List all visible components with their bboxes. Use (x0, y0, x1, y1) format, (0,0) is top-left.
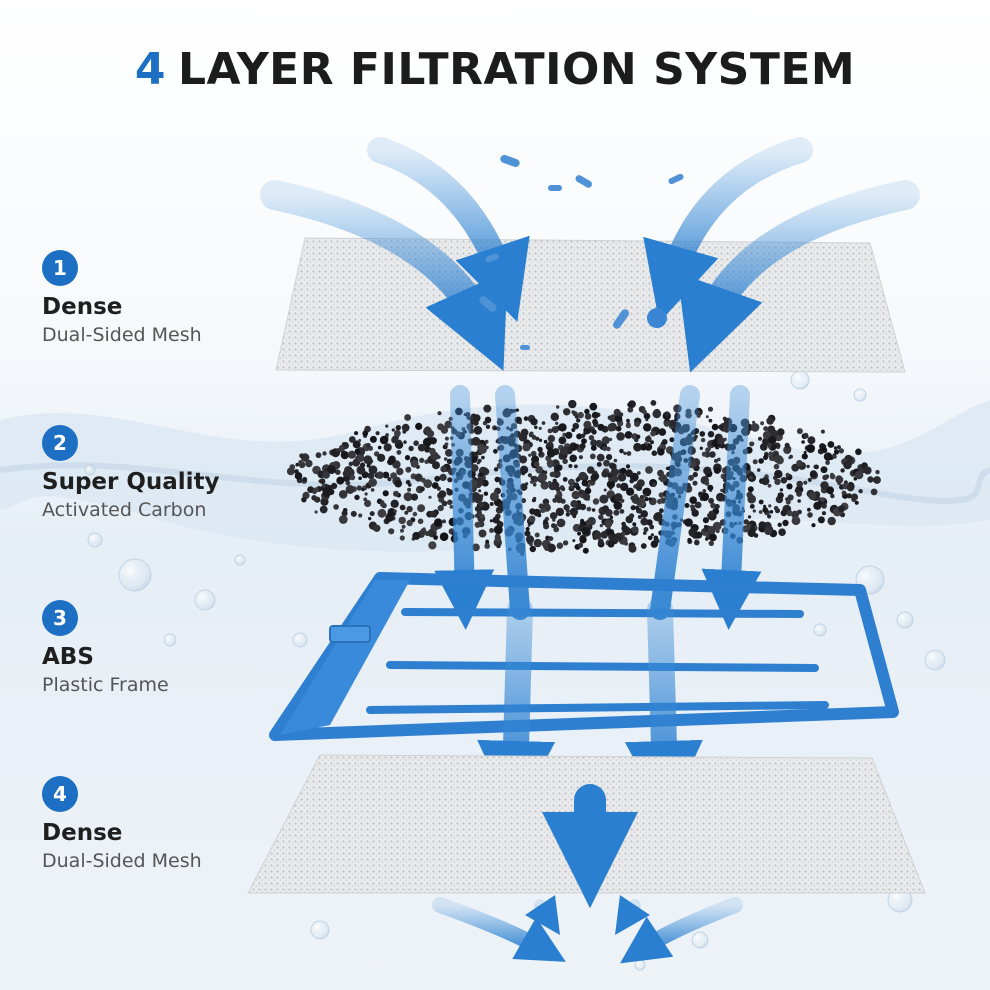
layer-4-label: 4 Dense Dual-Sided Mesh (42, 776, 282, 872)
layer-4-badge: 4 (42, 776, 78, 812)
title-number: 4 (134, 44, 166, 95)
layer-3-title: ABS (42, 644, 94, 670)
title-text: LAYER FILTRATION SYSTEM (177, 44, 856, 95)
layer-1-subtitle: Dual-Sided Mesh (42, 324, 202, 346)
layer-2-subtitle: Activated Carbon (42, 499, 207, 521)
incoming-arrows (260, 137, 920, 373)
layer-4-subtitle: Dual-Sided Mesh (42, 850, 202, 872)
layer-1-title: Dense (42, 294, 123, 320)
layer-4-title: Dense (42, 820, 123, 846)
layer-2-badge: 2 (42, 425, 78, 461)
layer-3-label: 3 ABS Plastic Frame (42, 600, 282, 696)
layer-3-subtitle: Plastic Frame (42, 674, 169, 696)
impurity-particles (479, 154, 684, 350)
layer-3-badge: 3 (42, 600, 78, 636)
layer-2-label: 2 Super Quality Activated Carbon (42, 425, 282, 521)
mesh-layer-top (275, 237, 906, 373)
layer-2-title: Super Quality (42, 469, 220, 495)
outflow-arrows (432, 895, 743, 964)
layer-1-badge: 1 (42, 250, 78, 286)
layer-1-label: 1 Dense Dual-Sided Mesh (42, 250, 282, 346)
